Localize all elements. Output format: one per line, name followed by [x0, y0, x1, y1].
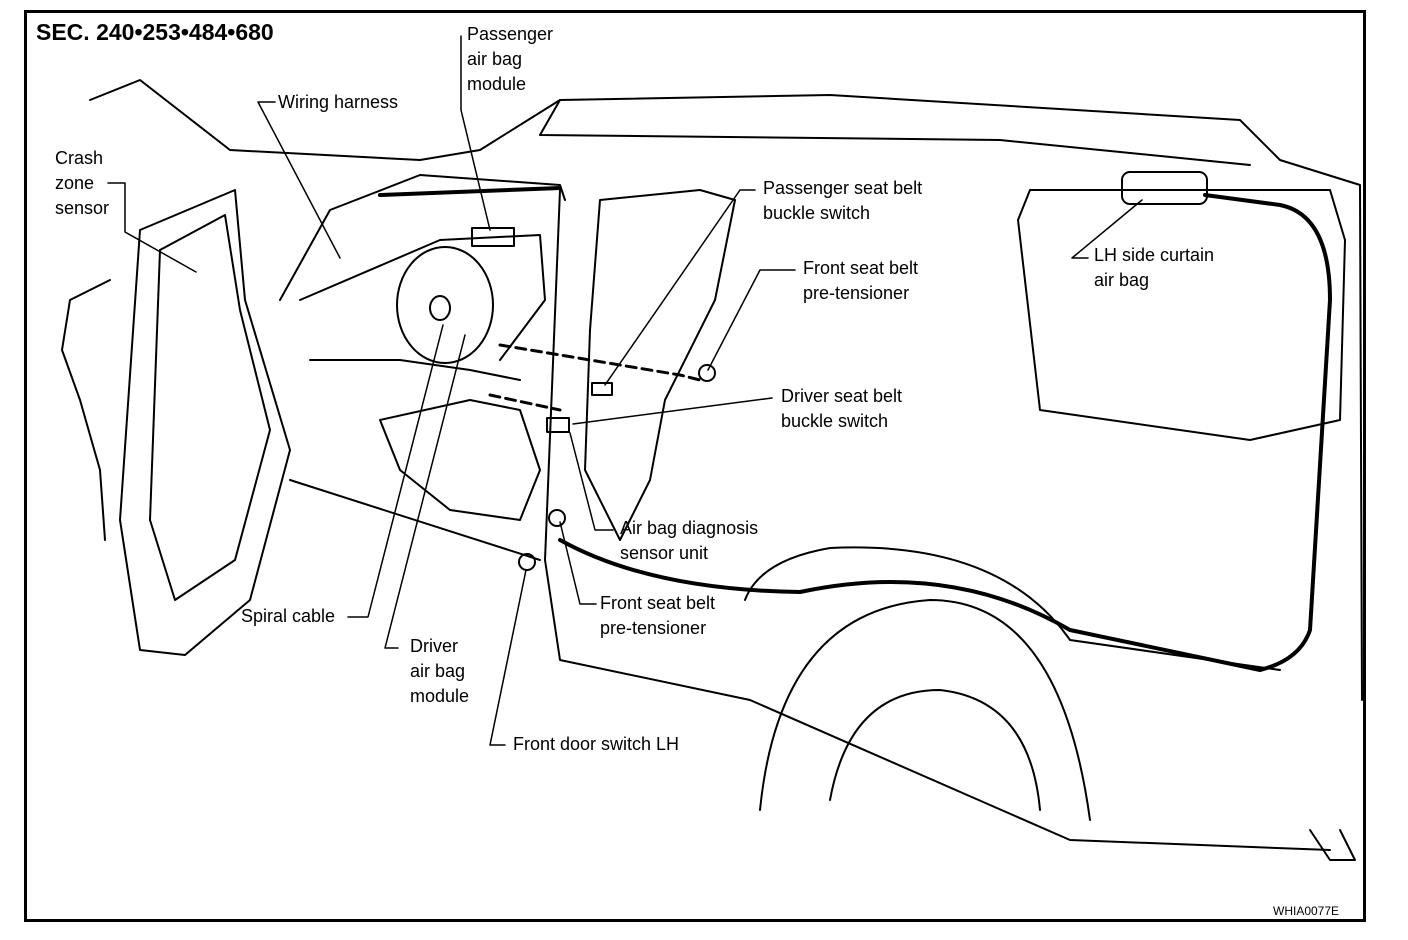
label-wiring-harness: Wiring harness	[278, 92, 399, 112]
front-door-switch	[518, 553, 536, 571]
label-crash-zone-sensor: Crash zone sensor	[55, 148, 110, 218]
label-passenger-air-bag-module: Passenger air bag module	[467, 24, 554, 94]
lh-side-curtain-air-bag-unit	[1121, 171, 1208, 205]
wiring-harness-lines	[378, 186, 1332, 672]
rear-door	[584, 189, 736, 541]
passenger-air-bag-module-unit	[471, 227, 515, 247]
label-air-bag-diagnosis-sensor-unit: Air bag diagnosis sensor unit	[620, 518, 759, 563]
air-bag-diagnosis-sensor-unit-box	[546, 417, 570, 433]
label-spiral-cable: Spiral cable	[241, 606, 336, 626]
driver-seat-belt-buckle-switch-box	[591, 382, 613, 396]
pretensioner-lower	[548, 509, 566, 527]
driver-seat	[379, 399, 541, 521]
rear-side-window	[1017, 189, 1346, 441]
label-front-seat-belt-pretensioner-upper: Front seat belt pre-tensioner	[803, 258, 919, 303]
driver-door	[119, 189, 291, 656]
leader-lines	[107, 35, 1143, 746]
dashboard	[299, 234, 546, 381]
steering-wheel	[396, 246, 494, 364]
label-front-door-switch-lh: Front door switch LH	[513, 734, 680, 754]
label-lh-side-curtain-air-bag: LH side curtain air bag	[1094, 245, 1215, 290]
label-front-seat-belt-pretensioner-lower: Front seat belt pre-tensioner	[600, 593, 716, 638]
diagram-frame	[24, 10, 1366, 922]
pretensioner-upper	[698, 364, 716, 382]
dashed-harness	[488, 343, 702, 412]
rear-wheel	[759, 599, 1091, 821]
section-code: SEC. 240•253•484•680	[36, 19, 274, 45]
label-passenger-seat-belt-buckle-switch: Passenger seat belt buckle switch	[763, 178, 923, 223]
vehicle-body-outline	[61, 79, 1363, 861]
label-driver-air-bag-module: Driver air bag module	[410, 636, 470, 706]
figure-code: WHIA0077E	[1273, 904, 1340, 918]
label-driver-seat-belt-buckle-switch: Driver seat belt buckle switch	[781, 386, 903, 431]
